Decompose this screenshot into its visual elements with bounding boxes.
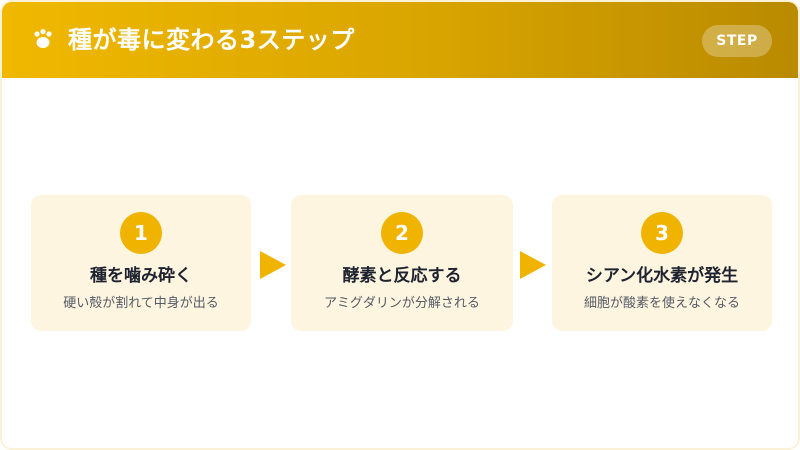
step-badge: STEP xyxy=(702,25,772,57)
step-number-1: 1 xyxy=(120,212,162,254)
step-card-1: 1 種を噛み砕く 硬い殻が割れて中身が出る xyxy=(31,195,251,331)
step-title-2: 酵素と反応する xyxy=(342,266,462,286)
page-title: 種が毒に変わる3ステップ xyxy=(68,26,355,54)
step-number-3: 3 xyxy=(641,212,683,254)
step-card-3: 3 シアン化水素が発生 細胞が酸素を使えなくなる xyxy=(552,195,772,331)
header-bar: 種が毒に変わる3ステップ STEP xyxy=(2,2,798,78)
step-title-1: 種を噛み砕く xyxy=(90,266,192,286)
step-title-3: シアン化水素が発生 xyxy=(585,266,739,286)
paw-icon xyxy=(34,29,52,48)
arrow-right-icon xyxy=(520,251,546,279)
step-description-3: 細胞が酸素を使えなくなる xyxy=(583,296,740,311)
step-number-2: 2 xyxy=(381,212,423,254)
arrow-right-icon xyxy=(260,251,286,279)
step-description-2: アミグダリンが分解される xyxy=(324,296,480,311)
step-card-2: 2 酵素と反応する アミグダリンが分解される xyxy=(291,195,513,331)
step-description-1: 硬い殻が割れて中身が出る xyxy=(63,296,219,311)
